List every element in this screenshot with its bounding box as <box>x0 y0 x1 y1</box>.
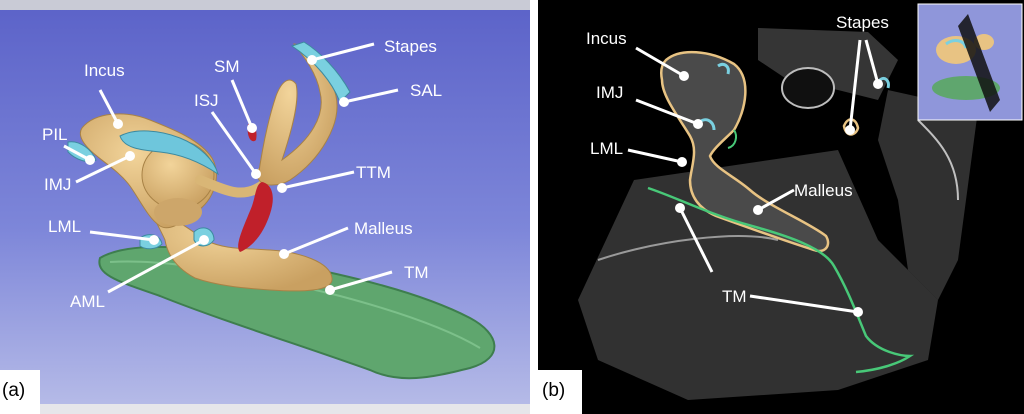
lml-contour <box>727 129 737 149</box>
b-label-stapes: Stapes <box>836 13 889 32</box>
b-label-incus: Incus <box>586 29 627 48</box>
leader-imj <box>75 154 131 184</box>
leader-tm <box>329 270 393 292</box>
b-label-tm: TM <box>722 287 747 306</box>
label-sal: SAL <box>410 81 442 100</box>
marker-aml <box>199 235 209 245</box>
marker-tm <box>325 285 335 295</box>
b-marker-lml <box>677 157 687 167</box>
ct-tissue-upper <box>758 28 898 100</box>
b-marker-incus <box>679 71 689 81</box>
inset-ligament <box>945 39 968 49</box>
ct-tissue-right <box>878 90 978 300</box>
label-incus: Incus <box>84 61 125 80</box>
panel-divider <box>530 0 538 414</box>
orientation-inset <box>917 3 1023 121</box>
ct-tissue-left <box>578 150 938 400</box>
leader-lml <box>89 230 155 242</box>
b-marker-malleus <box>753 205 763 215</box>
b-leader-stapes-1 <box>864 39 880 85</box>
panel-b-tag: (b) <box>542 380 565 401</box>
window-bottom-bar <box>0 404 530 414</box>
leader-stapes <box>311 42 375 62</box>
b-marker-tm-1 <box>675 203 685 213</box>
label-pil: PIL <box>42 125 68 144</box>
tm-contour <box>647 186 915 374</box>
marker-imj <box>125 151 135 161</box>
label-malleus: Malleus <box>354 219 413 238</box>
b-leader-tm-2 <box>749 294 859 314</box>
panel-a-3d-model: Incus PIL IMJ LML AML SM ISJ Stapes SAL … <box>0 0 530 414</box>
marker-incus <box>113 119 123 129</box>
panel-a-canvas: Incus PIL IMJ LML AML SM ISJ Stapes SAL … <box>0 0 530 414</box>
b-label-imj: IMJ <box>596 83 623 102</box>
leader-aml <box>107 238 205 294</box>
label-lml: LML <box>48 217 81 236</box>
panel-a-tag-box <box>0 370 40 414</box>
label-ttm: TTM <box>356 163 391 182</box>
panel-b-tag-box <box>538 370 582 414</box>
marker-isj <box>251 169 261 179</box>
b-leader-imj <box>635 98 699 126</box>
label-stapes: Stapes <box>384 37 437 56</box>
marker-ttm <box>277 183 287 193</box>
marker-sal <box>339 97 349 107</box>
b-marker-stapes-1 <box>873 79 883 89</box>
b-leader-stapes-2 <box>848 39 862 131</box>
leader-malleus <box>283 226 349 256</box>
marker-lml <box>149 235 159 245</box>
panel-b-canvas: Incus IMJ LML Stapes Malleus TM (b) <box>538 0 1024 414</box>
panel-b-ct-slice: Incus IMJ LML Stapes Malleus TM (b) <box>538 0 1024 414</box>
leader-incus <box>98 89 120 125</box>
leader-isj <box>210 111 258 175</box>
marker-sm <box>247 123 257 133</box>
leader-ttm <box>281 170 355 190</box>
label-imj: IMJ <box>44 175 71 194</box>
marker-pil <box>85 155 95 165</box>
label-tm: TM <box>404 263 429 282</box>
ct-cavity <box>781 67 835 109</box>
stapes-ligament-contour <box>878 76 890 89</box>
ct-bone-edge <box>917 119 959 201</box>
b-label-malleus: Malleus <box>794 181 853 200</box>
tensor-tympani-muscle-shape <box>238 182 273 252</box>
inset-slice-plane <box>958 14 1000 112</box>
window-top-bar <box>0 0 530 10</box>
b-leader-tm-1 <box>678 207 714 273</box>
b-marker-imj <box>693 119 703 129</box>
label-aml: AML <box>70 292 105 311</box>
marker-stapes <box>307 55 317 65</box>
leader-sm <box>230 79 254 129</box>
b-label-lml: LML <box>590 139 623 158</box>
b-leader-malleus <box>757 188 795 212</box>
incudomalleolar-joint-shape <box>119 130 219 176</box>
b-leader-incus <box>635 46 685 78</box>
b-leader-lml <box>627 148 683 164</box>
b-marker-tm-2 <box>853 307 863 317</box>
leader-sal <box>343 88 399 104</box>
b-marker-stapes-2 <box>845 125 855 135</box>
label-sm: SM <box>214 57 240 76</box>
stapes-shape <box>257 43 338 186</box>
label-isj: ISJ <box>194 91 219 110</box>
ossicle-contour <box>659 50 830 253</box>
malleus-neck-shape <box>154 198 202 226</box>
incus-ligament-contour <box>717 62 730 75</box>
marker-malleus <box>279 249 289 259</box>
panel-a-tag: (a) <box>2 380 25 401</box>
